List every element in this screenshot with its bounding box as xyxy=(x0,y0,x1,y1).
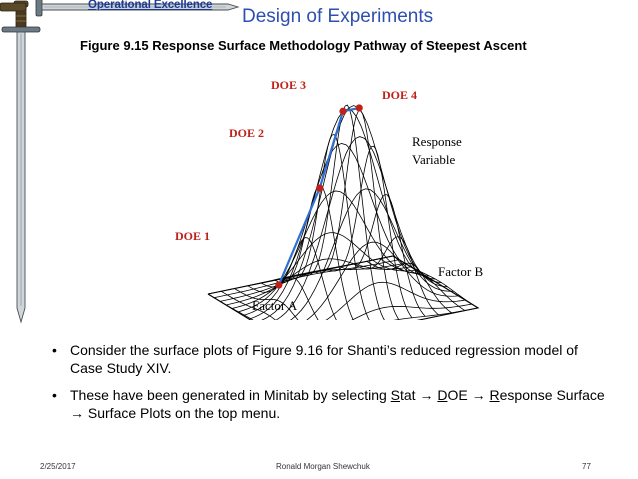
doe-point-2 xyxy=(316,184,324,192)
surface-mesh xyxy=(207,104,480,320)
mesh-line xyxy=(244,143,430,316)
figure-caption: Figure 9.15 Response Surface Methodology… xyxy=(80,38,527,53)
brand-label: Operational Excellence xyxy=(88,0,213,11)
mesh-line xyxy=(289,188,454,320)
mesh-line xyxy=(275,136,448,320)
bullet-item: • Consider the surface plots of Figure 9… xyxy=(52,341,612,377)
bullet-list: • Consider the surface plots of Figure 9… xyxy=(52,341,612,431)
footer-author: Ronald Morgan Shewchuk xyxy=(276,462,370,471)
response-label-line1: Response xyxy=(412,134,462,149)
doe3-label: DOE 3 xyxy=(271,78,307,92)
sword-icon xyxy=(0,0,240,324)
mesh-line xyxy=(207,293,254,320)
factor-a-label: Factor A xyxy=(252,298,298,313)
mesh-line xyxy=(326,145,413,318)
bullet-text: These have been generated in Minitab by … xyxy=(70,387,605,421)
bullet-dot-icon: • xyxy=(52,387,57,403)
doe-point-3 xyxy=(339,107,347,115)
mesh-line xyxy=(351,303,472,320)
doe1-label: DOE 1 xyxy=(175,229,211,243)
mesh-line xyxy=(306,241,460,320)
mesh-line xyxy=(339,194,426,317)
bullet-dot-icon: • xyxy=(52,342,57,358)
doe-point-1 xyxy=(275,281,283,289)
mesh-line xyxy=(325,281,466,320)
mesh-line xyxy=(393,307,479,320)
doe4-label: DOE 4 xyxy=(382,88,418,102)
mesh-line xyxy=(366,260,452,314)
footer-page-number: 77 xyxy=(582,462,591,471)
mesh-line xyxy=(313,109,400,320)
doe2-label: DOE 2 xyxy=(229,126,265,140)
mesh-line xyxy=(353,236,439,316)
doe-point-4 xyxy=(355,104,363,112)
steepest-ascent-path xyxy=(275,104,363,289)
bullet-text: Consider the surface plots of Figure 9.1… xyxy=(70,342,578,376)
mesh-line xyxy=(392,255,479,309)
mesh-line xyxy=(379,258,466,311)
slide-title: Design of Experiments xyxy=(242,6,434,27)
ascent-path-line xyxy=(277,106,360,286)
bullet-item: • These have been generated in Minitab b… xyxy=(52,386,612,422)
response-label-line2: Variable xyxy=(412,152,456,167)
response-surface-plot xyxy=(207,104,480,320)
factor-b-label: Factor B xyxy=(438,264,484,279)
footer-date: 2/25/2017 xyxy=(40,462,76,471)
